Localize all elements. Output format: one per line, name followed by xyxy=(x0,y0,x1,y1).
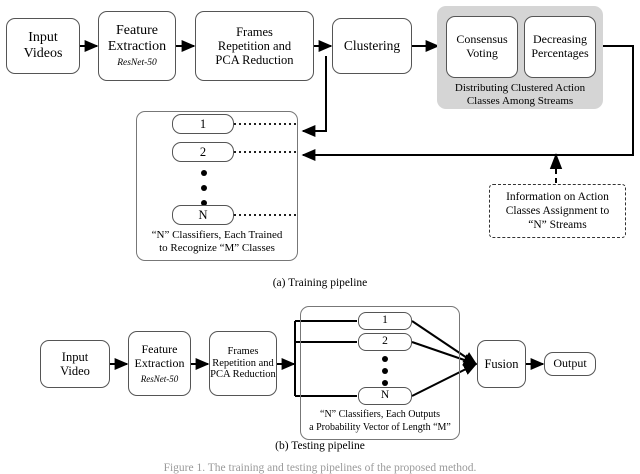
node-output[interactable]: Output xyxy=(544,352,596,376)
training-classifiers-caption-text: “N” Classifiers, Each Trained to Recogni… xyxy=(151,229,283,255)
node-decreasing-percentages-label: Decreasing Percentages xyxy=(531,32,589,60)
ellipsis-dot xyxy=(382,380,388,386)
node-consensus-voting[interactable]: Consensus Voting xyxy=(446,16,518,78)
node-t-feature-extraction-label: Feature Extraction xyxy=(134,342,185,370)
node-input-videos[interactable]: Input Videos xyxy=(6,18,80,74)
node-input-video-label: Input Video xyxy=(60,349,90,378)
node-t-frames-repetition-label: Frames Repetition and PCA Reduction xyxy=(210,345,276,381)
group-distributing-caption: Distributing Clustered Action Classes Am… xyxy=(437,82,603,108)
node-training-classifier-2-label: 2 xyxy=(199,144,207,159)
group-training-classifiers xyxy=(136,111,298,261)
ellipsis-dot xyxy=(201,185,207,191)
node-input-videos-label: Input Videos xyxy=(23,30,63,61)
testing-classifiers-caption: “N” Classifiers, Each Outputs a Probabil… xyxy=(298,409,462,434)
figure-caption-text: Figure 1. The training and testing pipel… xyxy=(163,462,477,474)
subcaption-training-pipeline-text: (a) Training pipeline xyxy=(272,277,368,289)
node-feature-extraction[interactable]: Feature Extraction ResNet-50 xyxy=(98,11,176,81)
subcaption-testing-pipeline-text: (b) Testing pipeline xyxy=(275,440,365,452)
node-testing-classifier-1-label: 1 xyxy=(382,314,388,327)
node-fusion[interactable]: Fusion xyxy=(477,340,526,388)
node-frames-repetition[interactable]: Frames Repetition and PCA Reduction xyxy=(195,11,314,81)
figure-caption: Figure 1. The training and testing pipel… xyxy=(0,462,640,474)
subcaption-training-pipeline: (a) Training pipeline xyxy=(0,277,640,289)
node-testing-classifier-n[interactable]: N xyxy=(358,387,412,405)
node-training-classifier-2[interactable]: 2 xyxy=(172,142,234,162)
node-output-label: Output xyxy=(553,356,587,371)
training-classifier-ellipsis xyxy=(200,170,208,206)
node-testing-classifier-n-label: N xyxy=(380,389,390,402)
node-frames-repetition-label: Frames Repetition and PCA Reduction xyxy=(215,24,294,68)
ellipsis-dot xyxy=(201,170,207,176)
node-decreasing-percentages[interactable]: Decreasing Percentages xyxy=(524,16,596,78)
node-input-video[interactable]: Input Video xyxy=(40,340,110,388)
node-training-classifier-n-label: N xyxy=(198,207,208,222)
node-t-frames-repetition[interactable]: Frames Repetition and PCA Reduction xyxy=(209,331,277,396)
ellipsis-dot xyxy=(382,356,388,362)
node-feature-extraction-label: Feature Extraction xyxy=(107,23,167,55)
node-training-classifier-1-label: 1 xyxy=(199,116,207,131)
group-distributing-caption-text: Distributing Clustered Action Classes Am… xyxy=(454,82,586,107)
box-information-on-action-classes-text: Information on Action Classes Assignment… xyxy=(505,190,610,231)
node-fusion-label: Fusion xyxy=(484,356,519,371)
training-classifiers-caption: “N” Classifiers, Each Trained to Recogni… xyxy=(136,229,298,255)
ellipsis-dot xyxy=(382,368,388,374)
node-clustering[interactable]: Clustering xyxy=(332,18,412,74)
node-consensus-voting-label: Consensus Voting xyxy=(456,32,508,60)
node-t-feature-extraction-backbone: ResNet-50 xyxy=(140,373,179,384)
testing-classifiers-caption-text: “N” Classifiers, Each Outputs a Probabil… xyxy=(309,409,451,433)
node-training-classifier-1[interactable]: 1 xyxy=(172,114,234,134)
node-clustering-label: Clustering xyxy=(343,38,401,54)
testing-classifier-ellipsis xyxy=(381,356,389,386)
node-feature-extraction-backbone: ResNet-50 xyxy=(117,58,157,69)
node-t-feature-extraction[interactable]: Feature Extraction ResNet-50 xyxy=(128,331,191,396)
ellipsis-dot xyxy=(201,200,207,206)
node-training-classifier-n[interactable]: N xyxy=(172,205,234,225)
node-testing-classifier-1[interactable]: 1 xyxy=(358,312,412,330)
subcaption-testing-pipeline: (b) Testing pipeline xyxy=(0,440,640,452)
node-testing-classifier-2[interactable]: 2 xyxy=(358,333,412,351)
node-testing-classifier-2-label: 2 xyxy=(382,335,388,348)
box-information-on-action-classes[interactable]: Information on Action Classes Assignment… xyxy=(489,184,626,238)
